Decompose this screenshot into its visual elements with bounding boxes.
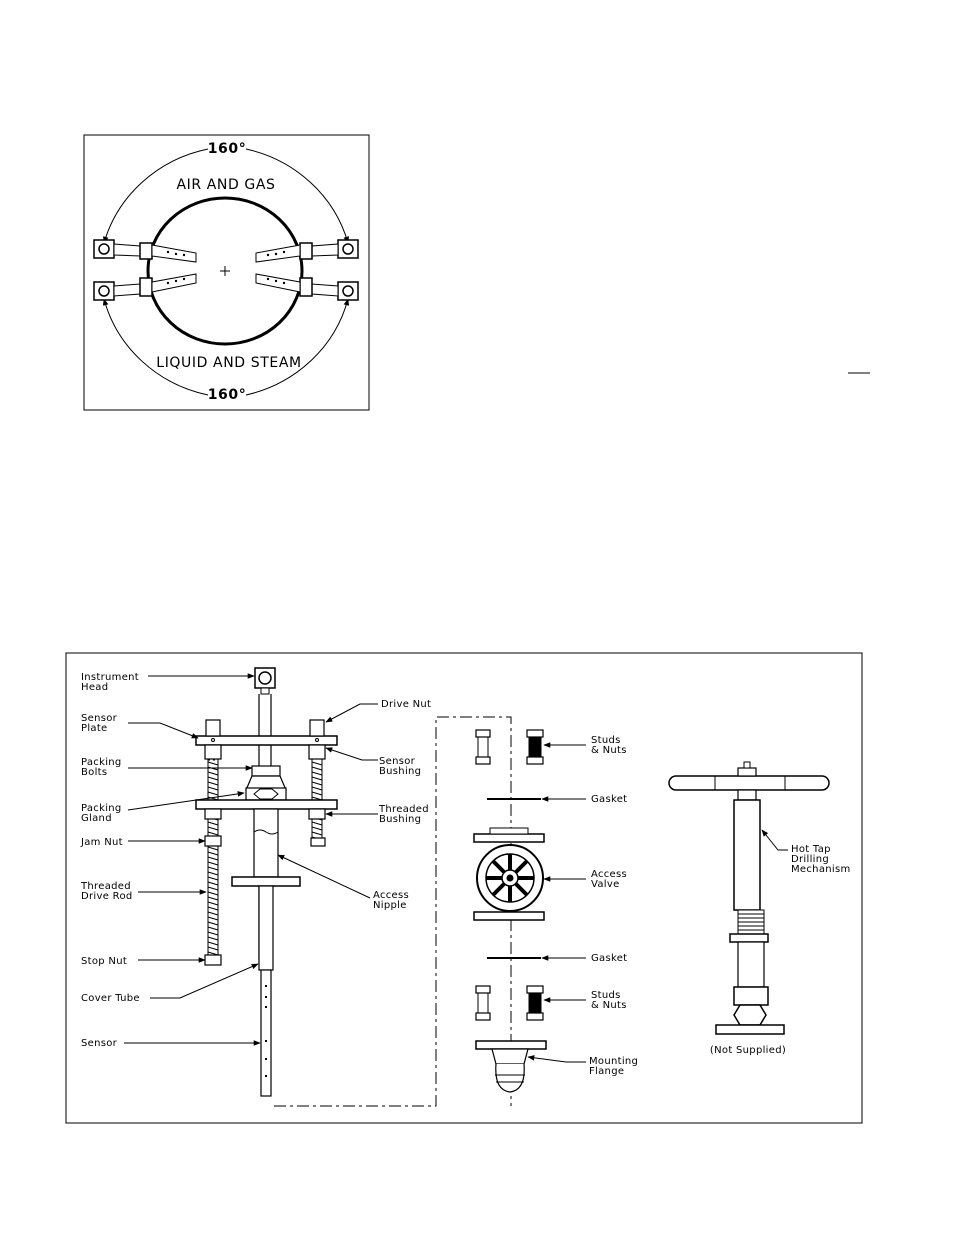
angle-top-label: 160° [208,141,247,157]
label-sensor: Sensor [81,1038,118,1049]
sensor-right-upper [255,239,359,263]
label-studs-nuts-top: Studs& Nuts [591,735,627,756]
angle-arc-bottom-right [245,298,350,396]
stop-nut [204,954,222,966]
label-gasket-bottom: Gasket [591,953,627,964]
studs-nuts-bottom [475,985,544,1021]
mounting-orientation-diagram: 160° AIR AND GAS LIQUID AND STEAM 160° [83,134,370,411]
sensor-left-upper [93,239,197,263]
studs-nuts-top [475,729,544,765]
label-not-supplied: (Not Supplied) [710,1045,786,1056]
packing-bolts-block [251,765,281,777]
leader-lines [124,673,788,1063]
assembly-border [65,652,863,1124]
mounting-flange [475,1040,547,1093]
threaded-bushing-plate [195,799,338,810]
angle-arc-top-left [103,148,209,244]
threaded-drive-rod-left [207,744,219,958]
angle-arc-bottom-left [102,298,209,396]
instrument-head [254,667,276,695]
label-jam-nut: Jam Nut [80,837,123,848]
nipple-flange [231,876,301,887]
sensor-left-lower [93,273,197,301]
air-gas-label: AIR AND GAS [176,177,275,193]
label-studs-nuts-bottom: Studs& Nuts [591,990,627,1011]
access-nipple [253,808,279,878]
label-gasket-top: Gasket [591,794,627,805]
angle-arc-top-right [245,148,349,244]
packing-gland [245,787,287,801]
cover-tube [258,885,274,971]
liquid-steam-label: LIQUID AND STEAM [156,355,301,371]
sensor-plate [195,735,338,746]
label-drive-nut: Drive Nut [381,699,431,710]
hot-tap-drilling-mechanism [668,761,830,1035]
angle-bottom-label: 160° [208,387,247,403]
access-valve [473,827,545,921]
assembly-centerline [274,716,512,1107]
jam-nut [204,835,222,847]
label-cover-tube: Cover Tube [81,993,140,1004]
label-stop-nut: Stop Nut [81,956,127,967]
sensor-right-lower [255,273,359,301]
figure-border [83,134,370,411]
sensor-probe [260,969,272,1097]
pipe-section [146,196,304,346]
